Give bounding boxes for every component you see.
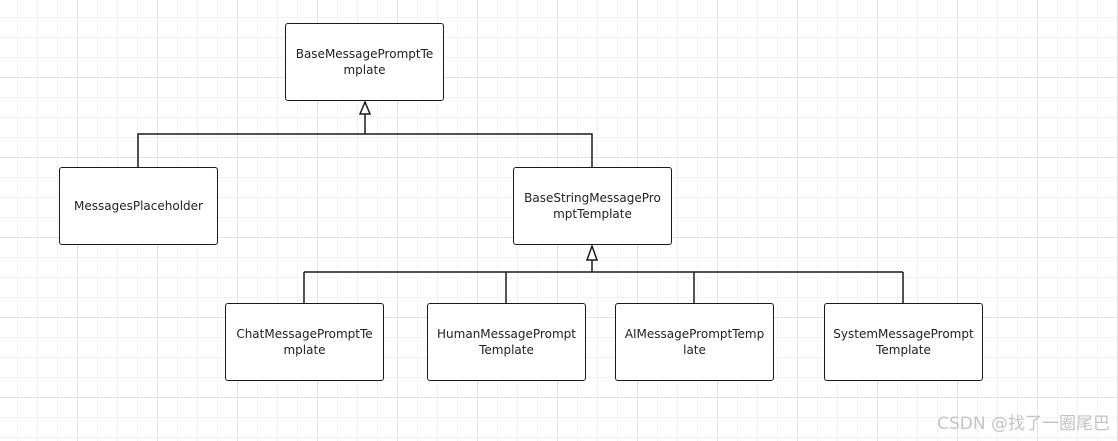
node-messages-placeholder[interactable]: MessagesPlaceholder bbox=[59, 167, 218, 245]
inheritance-arrowhead bbox=[585, 243, 599, 261]
node-label: ChatMessagePromptTemplate bbox=[236, 327, 373, 357]
node-base-string-message-prompt-template[interactable]: BaseStringMessagePromptTemplate bbox=[513, 167, 672, 245]
node-chat-message-prompt-template[interactable]: ChatMessagePromptTemplate bbox=[225, 303, 384, 381]
node-base-message-prompt-template[interactable]: BaseMessagePromptTemplate bbox=[285, 23, 444, 101]
node-label: BaseMessagePromptTemplate bbox=[295, 47, 434, 77]
node-label: HumanMessagePromptTemplate bbox=[437, 327, 576, 357]
node-label: MessagesPlaceholder bbox=[74, 199, 203, 213]
node-ai-message-prompt-template[interactable]: AIMessagePromptTemplate bbox=[615, 303, 774, 381]
node-label: AIMessagePromptTemplate bbox=[624, 327, 765, 357]
node-human-message-prompt-template[interactable]: HumanMessagePromptTemplate bbox=[427, 303, 586, 381]
node-system-message-prompt-template[interactable]: SystemMessagePromptTemplate bbox=[824, 303, 983, 381]
edge-base-string-to-base bbox=[365, 133, 593, 167]
inheritance-arrowhead bbox=[358, 100, 372, 115]
watermark-text: CSDN @找了一圈尾巴 bbox=[937, 414, 1110, 434]
node-label: SystemMessagePromptTemplate bbox=[833, 327, 974, 357]
edge-messages-placeholder-to-base bbox=[137, 133, 365, 167]
node-label: BaseStringMessagePromptTemplate bbox=[524, 191, 661, 221]
